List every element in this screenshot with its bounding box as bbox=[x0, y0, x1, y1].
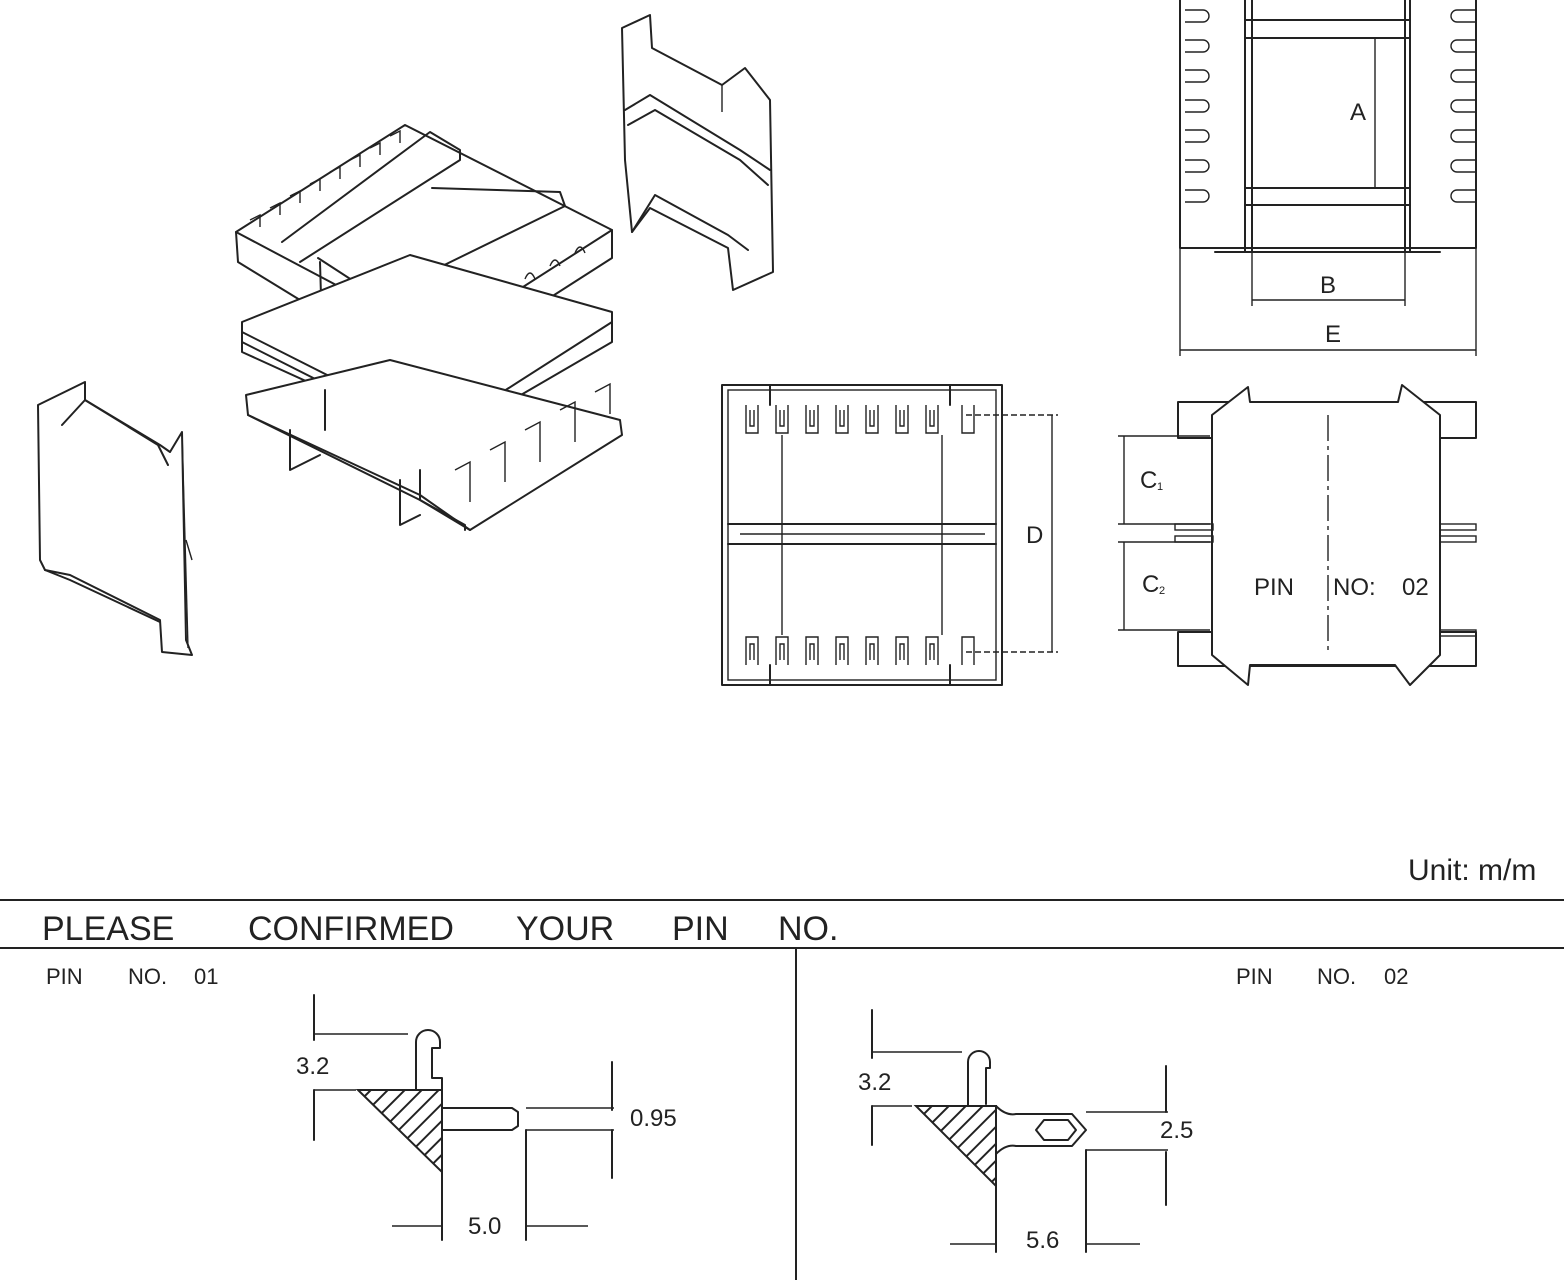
end-view-pin-label: PIN bbox=[1254, 574, 1294, 601]
header-word-please: PLEASE bbox=[42, 910, 174, 948]
dim-e-label: E bbox=[1325, 321, 1341, 348]
pin01-thickness-dim: 0.95 bbox=[630, 1105, 677, 1132]
pin01-pin-label: PIN bbox=[46, 964, 83, 989]
end-view-drawing bbox=[1118, 384, 1477, 686]
end-view-no-label: NO: bbox=[1333, 574, 1376, 601]
header-word-your: YOUR bbox=[516, 910, 614, 948]
side-view-drawing bbox=[721, 384, 1058, 686]
pin02-width-dim: 2.5 bbox=[1160, 1117, 1193, 1144]
pin02-no-label: NO. bbox=[1317, 964, 1356, 989]
unit-label: Unit: m/m bbox=[1408, 854, 1536, 887]
pin02-detail-drawing bbox=[871, 1009, 1168, 1253]
pin02-length-dim: 5.6 bbox=[1026, 1227, 1059, 1254]
header-word-pin: PIN bbox=[672, 910, 729, 948]
pin02-pin-label: PIN bbox=[1236, 964, 1273, 989]
dim-b-label: B bbox=[1320, 272, 1336, 299]
pin01-detail-drawing bbox=[313, 994, 614, 1241]
pin01-height-dim: 3.2 bbox=[296, 1053, 329, 1080]
dim-c1-subscript: 1 bbox=[1157, 481, 1163, 493]
pin02-no-value: 02 bbox=[1384, 964, 1408, 989]
dim-c2-subscript: 2 bbox=[1159, 585, 1165, 597]
pin01-length-dim: 5.0 bbox=[468, 1213, 501, 1240]
header-word-confirmed: CONFIRMED bbox=[248, 910, 454, 948]
dim-d-label: D bbox=[1026, 522, 1043, 549]
dim-c2-label: C bbox=[1142, 571, 1159, 598]
pin01-no-value: 01 bbox=[194, 964, 218, 989]
end-view-no-value: 02 bbox=[1402, 574, 1429, 601]
dim-c1-label: C bbox=[1140, 467, 1157, 494]
top-view-drawing bbox=[1179, 0, 1477, 356]
header-word-no: NO. bbox=[778, 910, 838, 948]
bobbin-lower-section bbox=[245, 359, 623, 531]
exploded-isometric-view bbox=[37, 14, 774, 656]
dim-a-label: A bbox=[1350, 99, 1366, 126]
pin02-height-dim: 3.2 bbox=[858, 1069, 891, 1096]
right-clip-part bbox=[621, 14, 774, 291]
left-clip-part bbox=[37, 381, 193, 656]
pin01-no-label: NO. bbox=[128, 964, 167, 989]
